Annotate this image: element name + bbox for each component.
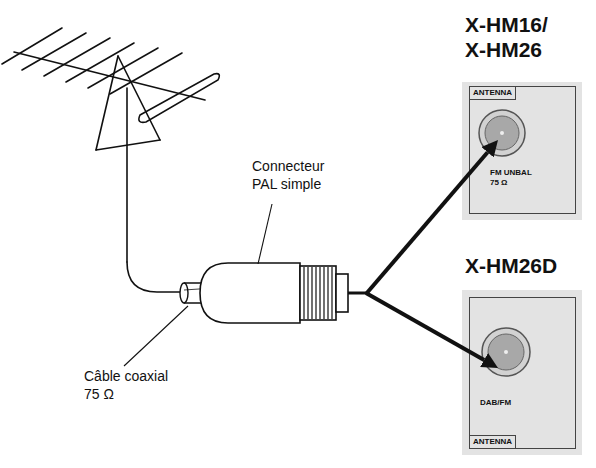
pointer-arrow — [366, 152, 488, 360]
panel-frame — [470, 298, 576, 449]
jack-panel: X-HM16/ X-HM26ANTENNAFM UNBAL 75 Ω — [462, 82, 582, 220]
panel-tab-label: ANTENNA — [470, 435, 516, 448]
jack-label: DAB/FM — [480, 398, 511, 408]
part-label: Câble coaxial 75 Ω — [84, 368, 180, 403]
panel-frame — [470, 87, 576, 214]
part-label: Connecteur PAL simple — [252, 158, 338, 193]
antenna-jack — [479, 110, 525, 156]
jack-label: FM UNBAL 75 Ω — [490, 168, 540, 187]
panel-tab-label: ANTENNA — [470, 87, 516, 100]
antenna-jack — [482, 328, 530, 376]
jack-panel: X-HM26DDAB/FMANTENNA — [462, 290, 582, 455]
model-heading: X-HM26D — [465, 253, 557, 278]
model-heading: X-HM16/ X-HM26 — [465, 12, 557, 62]
